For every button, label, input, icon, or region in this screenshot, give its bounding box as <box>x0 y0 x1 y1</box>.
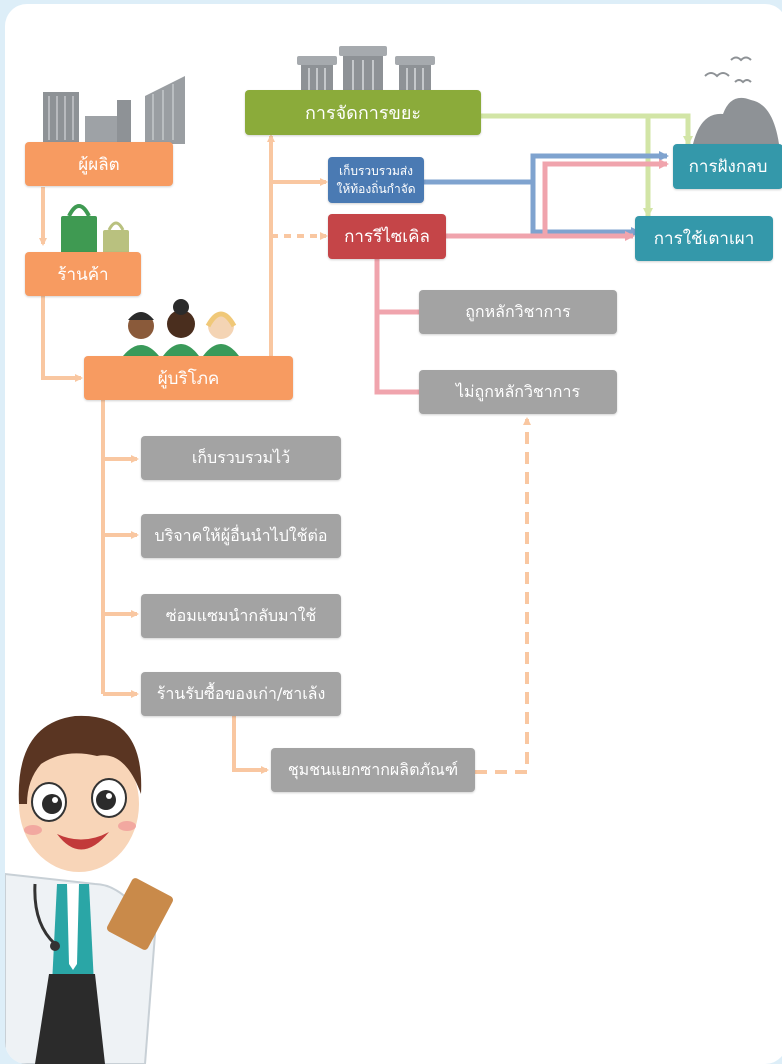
landfill-label: การฝังกลบ <box>688 157 768 177</box>
incorrect-method-box: ไม่ถูกหลักวิชาการ <box>419 370 617 414</box>
repair-reuse-label: ซ่อมแซมนำกลับมาใช้ <box>165 605 317 625</box>
correct-method-label: ถูกหลักวิชาการ <box>465 301 571 321</box>
connector-lines <box>39 113 693 774</box>
keep-collected-label: เก็บรวบรวมไว้ <box>191 447 291 467</box>
junk-shop-label: ร้านรับซื้อของเก่า/ซาเล้ง <box>156 683 326 703</box>
factory-icon <box>43 76 185 144</box>
waste-management-box: การจัดการขยะ <box>245 90 481 135</box>
consumer-box: ผู้บริโภค <box>84 356 293 400</box>
store-box: ร้านค้า <box>25 252 141 296</box>
local-collection-label-line1: เก็บรวบรวมส่ง <box>338 164 414 178</box>
waste-management-label: การจัดการขยะ <box>304 103 422 124</box>
supply-chain-lines <box>39 134 531 774</box>
recycling-label: การรีไซเคิล <box>344 227 430 247</box>
people-icon <box>123 299 239 356</box>
doctor-character-icon <box>5 715 173 1064</box>
landfill-mound-icon <box>693 56 779 144</box>
producer-label: ผู้ผลิต <box>78 154 120 175</box>
shopping-bags-icon <box>61 204 129 254</box>
correct-method-box: ถูกหลักวิชาการ <box>419 290 617 334</box>
incineration-label: การใช้เตาเผา <box>653 229 755 249</box>
local-collection-label-line2: ให้ท้องถิ่นกำจัด <box>336 182 416 196</box>
recycling-lines <box>374 159 669 395</box>
store-label: ร้านค้า <box>57 264 109 285</box>
recycling-box: การรีไซเคิล <box>328 214 446 259</box>
repair-reuse-box: ซ่อมแซมนำกลับมาใช้ <box>141 594 341 638</box>
flowchart-canvas: ผู้ผลิต ร้านค้า ผู้บริโภค การจัดการขยะ เ… <box>5 4 782 1064</box>
consumer-label: ผู้บริโภค <box>157 368 220 389</box>
landfill-box: การฝังกลบ <box>673 144 782 189</box>
keep-collected-box: เก็บรวบรวมไว้ <box>141 436 341 480</box>
community-separation-label: ชุมชนแยกซากผลิตภัณฑ์ <box>287 759 459 779</box>
trash-bins-icon <box>297 46 435 96</box>
community-separation-box: ชุมชนแยกซากผลิตภัณฑ์ <box>271 748 475 792</box>
donate-box: บริจาคให้ผู้อื่นนำไปใช้ต่อ <box>141 514 341 558</box>
collection-lines <box>423 151 669 237</box>
incineration-box: การใช้เตาเผา <box>635 216 773 261</box>
local-collection-box: เก็บรวบรวมส่ง ให้ท้องถิ่นกำจัด <box>328 157 424 203</box>
incorrect-method-label: ไม่ถูกหลักวิชาการ <box>455 381 581 401</box>
illustrations <box>5 46 779 1064</box>
junk-shop-box: ร้านรับซื้อของเก่า/ซาเล้ง <box>141 672 341 716</box>
producer-box: ผู้ผลิต <box>25 142 173 186</box>
donate-label: บริจาคให้ผู้อื่นนำไปใช้ต่อ <box>154 525 328 545</box>
